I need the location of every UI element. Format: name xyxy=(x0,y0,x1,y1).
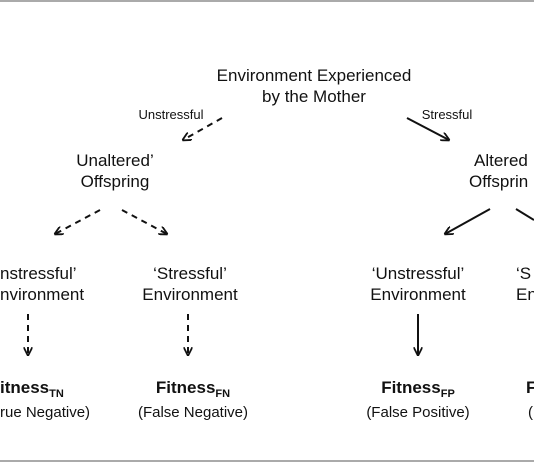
fitness-tp-label: F xyxy=(526,377,534,405)
root-line-1: Environment Experienced xyxy=(216,66,412,85)
environment-3-line-2: Environment xyxy=(370,285,466,304)
fitness-fn-note: (False Negative) xyxy=(137,404,249,421)
environment-2-line-1: ‘Stressful’ xyxy=(153,264,227,283)
root-node: Environment Experienced by the Mother xyxy=(182,65,446,107)
environment-3-line-1: ‘Unstressful’ xyxy=(371,264,465,283)
environment-2: ‘Stressful’ Environment xyxy=(126,263,254,305)
fitness-fp-subscript: FP xyxy=(440,388,455,400)
offspring-altered-line-1: Altered xyxy=(474,151,528,170)
environment-1-line-1: nstressful’ xyxy=(0,264,77,283)
arrow-unaltered-to-stressful xyxy=(121,209,167,234)
offspring-unaltered-line-1: Unaltered’ xyxy=(76,151,154,170)
fitness-fn-subscript: FN xyxy=(215,388,231,400)
fitness-tp-text: F xyxy=(526,378,534,397)
environment-4: ‘S En xyxy=(516,263,534,305)
fitness-tn-note: rue Negative) xyxy=(0,404,91,421)
fitness-fp-label: FitnessFP xyxy=(362,377,474,405)
arrow-unaltered-to-unstressful xyxy=(55,209,101,234)
offspring-unaltered: Unaltered’ Offspring xyxy=(48,150,182,192)
offspring-altered-line-2: Offsprin xyxy=(469,172,529,191)
environment-1: nstressful’ nvironment xyxy=(0,263,110,305)
environment-3: ‘Unstressful’ Environment xyxy=(350,263,486,305)
fitness-tn-text: itness xyxy=(0,378,50,397)
environment-4-line-2: En xyxy=(516,285,534,304)
fitness-fp-note: (False Positive) xyxy=(366,404,470,421)
root-line-2: by the Mother xyxy=(262,87,366,106)
environment-4-line-1: ‘S xyxy=(516,264,532,283)
branch-label-unstressful: Unstressful xyxy=(138,107,204,122)
fitness-tn-subscript: TN xyxy=(49,388,64,400)
fitness-fn-text: Fitness xyxy=(155,378,216,397)
arrow-altered-to-stressful xyxy=(515,208,534,221)
branch-label-stressful: Stressful xyxy=(421,107,473,122)
fitness-fp-text: Fitness xyxy=(381,378,441,397)
fitness-tn-label: itnessTN xyxy=(0,377,110,405)
arrow-mother-to-altered xyxy=(406,117,449,140)
environment-2-line-2: Environment xyxy=(142,285,238,304)
offspring-unaltered-line-2: Offspring xyxy=(80,172,150,191)
offspring-altered: Altered Offsprin xyxy=(469,150,534,192)
fitness-tp-note: ( xyxy=(528,404,533,421)
environment-1-line-2: nvironment xyxy=(0,285,85,304)
arrow-mother-to-unaltered xyxy=(183,117,223,140)
arrow-altered-to-unstressful xyxy=(445,208,491,234)
fitness-fn-label: FitnessFN xyxy=(130,377,256,405)
